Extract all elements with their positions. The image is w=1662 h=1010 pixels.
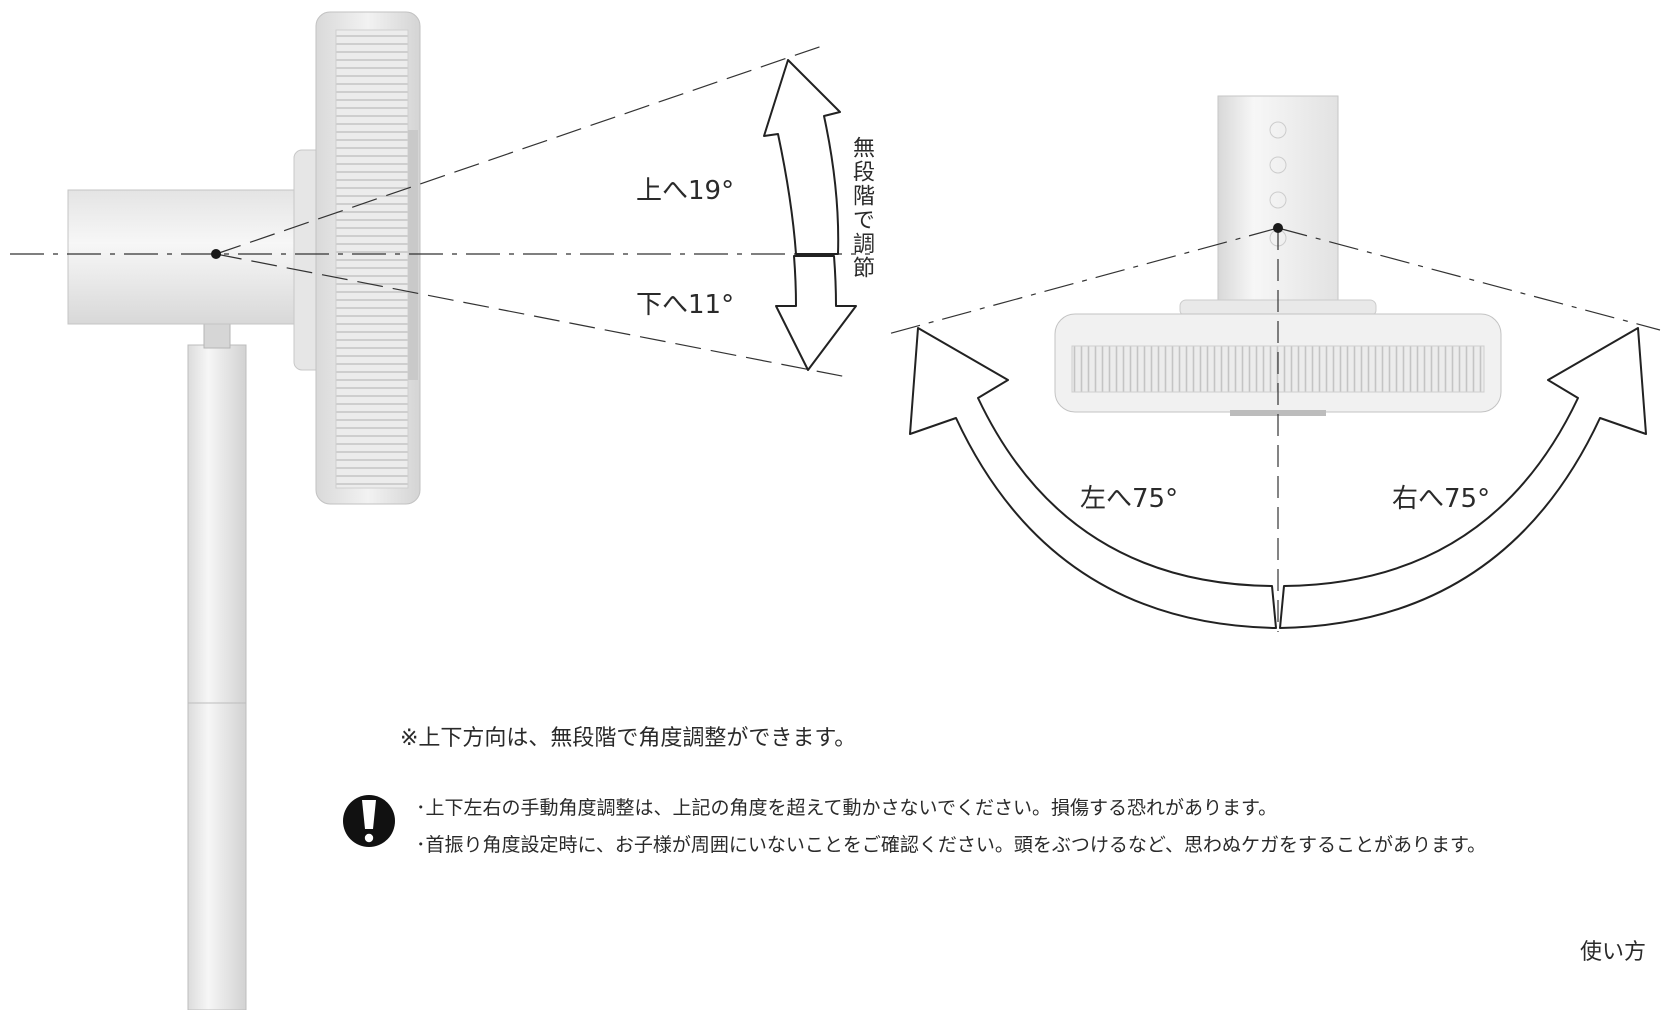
warning-line-1: ･上下左右の手動角度調整は、上記の角度を超えて動かさないでください。損傷する恐れ…	[416, 797, 1278, 819]
warning-line-2: ･首振り角度設定時に、お子様が周囲にいないことをご確認ください。頭をぶつけるなど…	[416, 834, 1487, 856]
left-angle-label: 左へ75°	[1080, 484, 1179, 514]
top-view-fan	[1054, 95, 1502, 416]
side-view-guides	[10, 43, 870, 379]
fan-neck	[203, 321, 231, 349]
stepless-note: ※上下方向は、無段階で角度調整ができます。	[400, 726, 857, 751]
fan-grill-side	[335, 29, 409, 489]
right-angle-label: 右へ75°	[1392, 484, 1491, 514]
exclamation-circle-icon	[343, 795, 395, 847]
fan-pole	[187, 344, 247, 1010]
fan-hub	[67, 189, 297, 325]
tilt-up-arrow	[763, 59, 841, 255]
up-angle-label: 上へ19°	[636, 176, 735, 206]
top-pivot-point	[1273, 223, 1283, 233]
side-pivot-point	[211, 249, 221, 259]
top-view-guides	[887, 227, 1661, 632]
down-angle-label: 下へ11°	[636, 290, 735, 320]
section-name: 使い方	[1580, 940, 1647, 965]
tilt-label: 無段階で調節	[849, 136, 874, 280]
swing-right-arrow	[1279, 327, 1647, 629]
side-view-fan	[67, 11, 421, 1010]
tilt-down-arrow	[775, 255, 857, 371]
swing-left-arrow	[909, 327, 1277, 629]
